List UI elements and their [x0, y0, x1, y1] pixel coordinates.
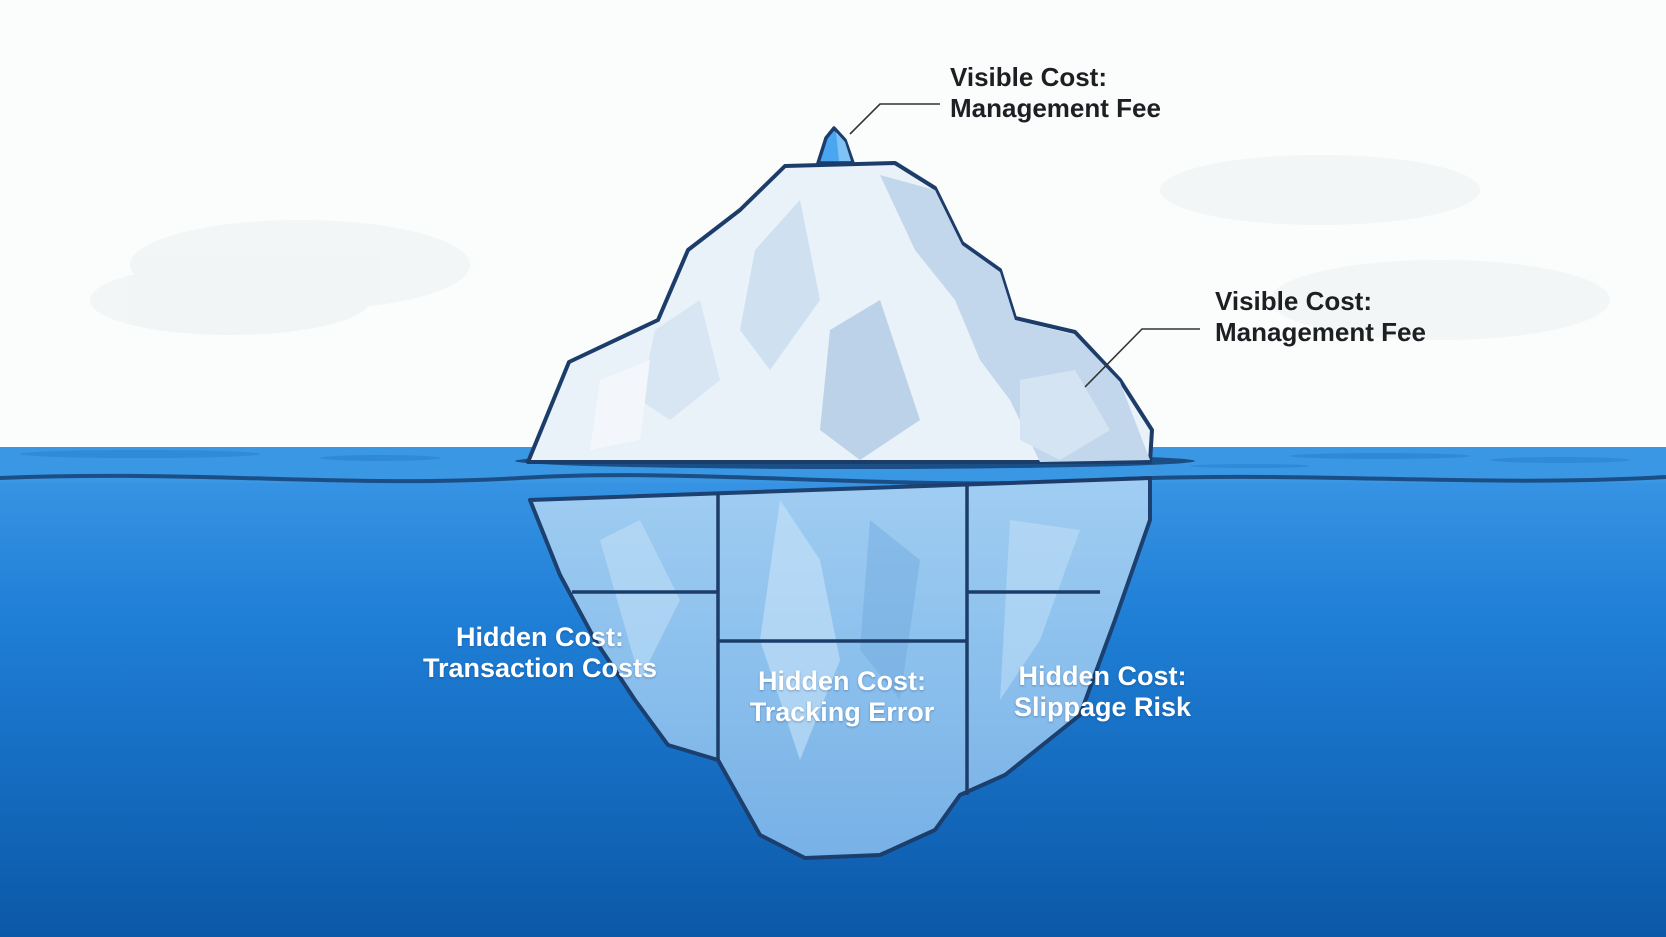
label-hidden-left-line1: Hidden Cost: [456, 622, 624, 652]
label-hidden-center-line1: Hidden Cost: [758, 666, 926, 696]
cost-grid-lines [572, 484, 1100, 795]
label-hidden-right-line1: Hidden Cost: [1018, 661, 1187, 691]
waterline-wave [0, 473, 1666, 486]
label-visible-top-line2: Management Fee [950, 93, 1161, 123]
leader-line-top [849, 103, 940, 135]
label-hidden-cost-transaction: Hidden Cost: Transaction Costs [400, 622, 680, 684]
visible-iceberg [526, 126, 1154, 464]
label-hidden-right-line2: Slippage Risk [1013, 692, 1192, 722]
surface-ripples [20, 450, 1630, 468]
label-hidden-cost-slippage: Hidden Cost: Slippage Risk [980, 661, 1225, 723]
label-visible-top-line1: Visible Cost: [950, 62, 1108, 92]
label-visible-cost-right: Visible Cost: Management Fee [1215, 286, 1426, 348]
label-hidden-center-line2: Tracking Error [749, 697, 935, 727]
leader-line-right [1084, 328, 1200, 388]
label-visible-cost-top: Visible Cost: Management Fee [950, 62, 1161, 124]
label-hidden-left-line2: Transaction Costs [422, 653, 658, 683]
label-hidden-cost-tracking: Hidden Cost: Tracking Error [722, 666, 962, 728]
label-visible-right-line1: Visible Cost: [1215, 286, 1373, 316]
label-visible-right-line2: Management Fee [1215, 317, 1426, 347]
cloud-wisps [90, 155, 1610, 340]
underwater-iceberg [528, 476, 1152, 860]
